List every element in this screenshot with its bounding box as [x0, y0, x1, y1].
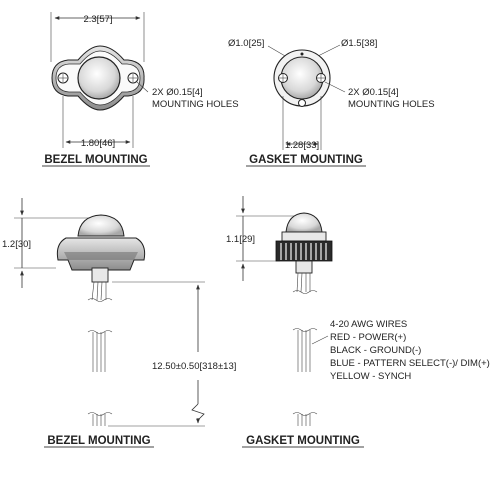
- wire-yellow-note: YELLOW - SYNCH: [330, 371, 411, 382]
- wire-blue-note: BLUE - PATTERN SELECT(-)/ DIM(+): [330, 358, 490, 369]
- bezel-width-dim: 2.3[57]: [83, 14, 112, 25]
- bezel-hole-callout-1: 2X Ø0.15[4]: [152, 87, 203, 98]
- wire-length-dim: 12.50±0.50[318±13]: [152, 361, 236, 372]
- gasket-mounting-hole-left: [278, 73, 288, 83]
- gasket-spacing-dim: 1.28[33]: [285, 140, 319, 151]
- gasket-outer-diameter-dim: Ø1.5[38]: [341, 38, 377, 49]
- bezel-side-title: BEZEL MOUNTING: [47, 435, 150, 447]
- gasket-top-view: Ø1.0[25] Ø1.5[38] 2X Ø0.15[4] MOUNTING H…: [228, 38, 435, 167]
- gasket-top-title: GASKET MOUNTING: [249, 154, 363, 166]
- wire-black-note: BLACK - GROUND(-): [330, 345, 421, 356]
- bezel-mounting-hole-right: [127, 72, 139, 84]
- bezel-top-view: 2.3[57] 2X Ø0.15[4] MOUNTING HOLES 1.80[…: [42, 12, 239, 167]
- wire-gauge-note: 4-20 AWG WIRES: [330, 319, 407, 330]
- wire-red-note: RED - POWER(+): [330, 332, 406, 343]
- bezel-mounting-hole-left: [57, 72, 69, 84]
- gasket-hole-callout-1: 2X Ø0.15[4]: [348, 87, 399, 98]
- gasket-hole-callout-2: MOUNTING HOLES: [348, 99, 435, 110]
- bezel-spacing-dim: 1.80[46]: [81, 138, 115, 149]
- gasket-side-title: GASKET MOUNTING: [246, 435, 360, 447]
- gasket-mounting-hole-right: [316, 73, 326, 83]
- bezel-height-dim: 1.2[30]: [2, 239, 31, 250]
- bezel-top-title: BEZEL MOUNTING: [44, 154, 147, 166]
- bezel-side-view: 1.2[30] 12.50±0.50[318±13] BEZEL M: [2, 198, 236, 448]
- gasket-height-dim: 1.1[29]: [226, 234, 255, 245]
- gasket-inner-diameter-dim: Ø1.0[25]: [228, 38, 264, 49]
- gasket-side-view: 1.1[29]: [226, 196, 490, 448]
- bezel-hole-callout-2: MOUNTING HOLES: [152, 99, 239, 110]
